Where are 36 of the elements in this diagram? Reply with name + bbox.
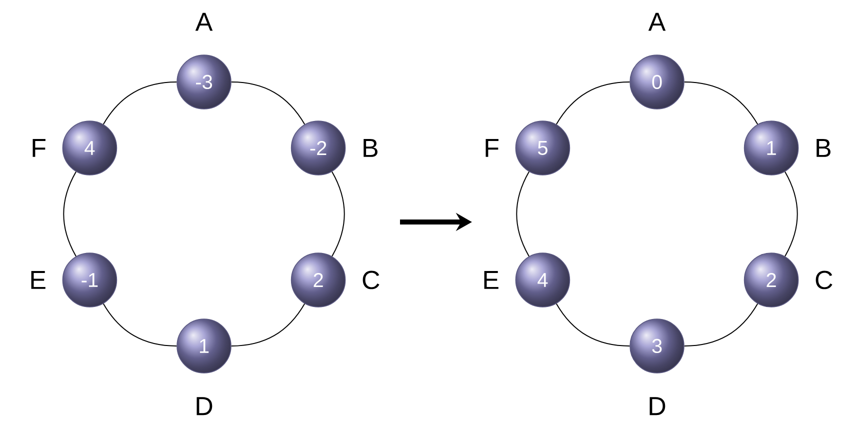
ring-arc (332, 171, 345, 257)
node-letter: A (195, 12, 213, 31)
ball: 3 (630, 318, 684, 374)
ring-arc (63, 171, 76, 257)
ball: -1 (62, 252, 118, 308)
ball: 1 (176, 318, 232, 374)
node-letter: E (31, 271, 46, 289)
node-letter: F (32, 139, 46, 157)
node-letter: B (364, 139, 378, 157)
node-letter: F (486, 139, 498, 157)
ring-arc (516, 171, 530, 257)
node-letter: E (484, 271, 498, 289)
ball: 2 (744, 252, 799, 308)
node-letter: D (196, 397, 212, 416)
ring-arc (556, 303, 630, 346)
node-letter: C (816, 270, 832, 290)
ball: -3 (176, 54, 232, 110)
ring-arc (230, 303, 306, 346)
ring-arc (230, 82, 306, 125)
ball: 5 (515, 120, 570, 176)
ring-arc (684, 82, 758, 125)
ball: 4 (62, 120, 118, 176)
node-letter: D (650, 397, 666, 416)
node-letter: B (816, 139, 830, 157)
ball: 2 (290, 252, 346, 308)
node-letter: C (362, 270, 380, 290)
ring-arc (784, 171, 798, 257)
ring-arc (102, 82, 178, 125)
ring-arc (684, 303, 758, 346)
ring-arc (556, 82, 630, 125)
ball: 4 (515, 252, 570, 308)
ring-arc (102, 303, 178, 346)
ball: 1 (744, 120, 799, 176)
ball: -2 (290, 120, 346, 176)
node-letter: A (648, 12, 666, 31)
ball: 0 (630, 54, 684, 110)
